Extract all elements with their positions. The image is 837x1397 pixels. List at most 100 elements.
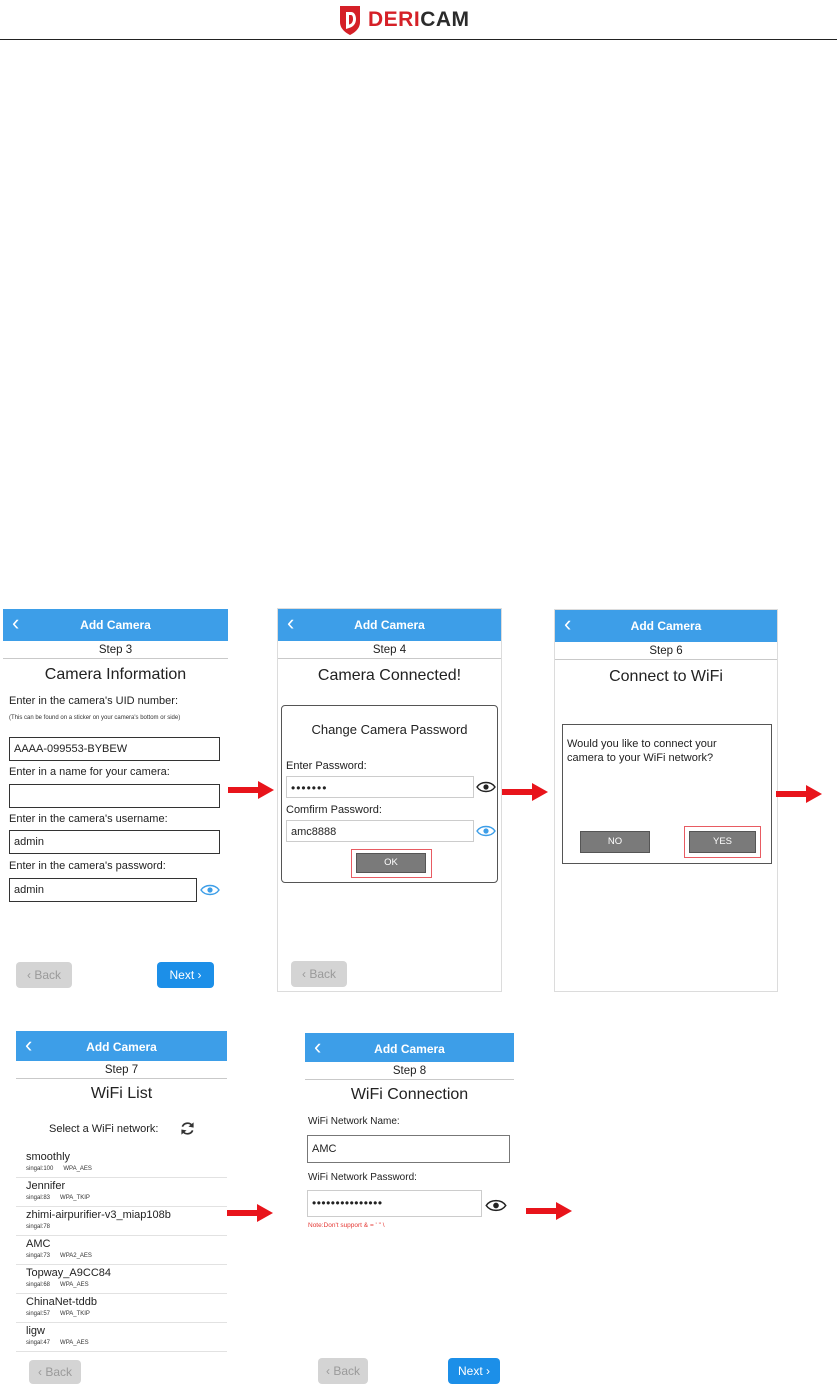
wifi-network-item[interactable]: zhimi-airpurifier-v3_miap108b singal:78 <box>16 1207 227 1236</box>
back-chevron-icon[interactable]: ‹ <box>287 610 295 635</box>
enter-password-input[interactable]: ••••••• <box>286 776 474 798</box>
screen-title: Connect to WiFi <box>609 668 723 685</box>
wifi-name-label: WiFi Network Name: <box>308 1116 400 1127</box>
next-button[interactable]: Next › <box>157 962 214 988</box>
wifi-network-name: ligw <box>26 1325 45 1337</box>
wifi-signal: singal:100 <box>26 1166 54 1172</box>
back-button[interactable]: ‹ Back <box>29 1360 81 1384</box>
connect-wifi-dialog: Would you like to connect your camera to… <box>562 724 772 864</box>
uid-note: (This can be found on a sticker on your … <box>9 715 181 721</box>
wifi-signal: singal:47 <box>26 1340 51 1346</box>
back-chevron-icon[interactable]: ‹ <box>314 1034 322 1059</box>
back-chevron-icon[interactable]: ‹ <box>25 1032 33 1057</box>
wifi-network-name: AMC <box>26 1238 51 1250</box>
eye-icon[interactable] <box>485 1199 507 1212</box>
uid-input[interactable]: AAAA-099553-BYBEW <box>9 737 220 761</box>
highlight-box <box>351 849 432 878</box>
wifi-security: WPA_TKIP <box>60 1311 90 1317</box>
wifi-network-meta: singal:78 <box>26 1224 60 1230</box>
nav-title: Add Camera <box>80 618 151 632</box>
screen-title: WiFi Connection <box>350 1086 469 1103</box>
wifi-network-item[interactable]: smoothly singal:100 WPA_AES <box>16 1149 227 1178</box>
change-password-dialog: Change Camera Password Enter Password: •… <box>281 705 498 883</box>
username-input[interactable]: admin <box>9 830 220 854</box>
next-button-label: Next <box>169 968 195 982</box>
back-button[interactable]: ‹ Back <box>16 962 72 988</box>
confirm-password-input[interactable]: amc8888 <box>286 820 474 842</box>
no-button[interactable]: NO <box>580 831 650 853</box>
nav-title: Add Camera <box>86 1040 157 1054</box>
red-arrow-icon <box>776 785 822 803</box>
camera-name-input[interactable] <box>9 784 220 808</box>
red-arrow-icon <box>228 781 274 799</box>
nav-bar: ‹ Add Camera <box>3 609 228 641</box>
red-arrow-icon <box>526 1202 572 1220</box>
back-button[interactable]: ‹ Back <box>318 1358 368 1384</box>
back-chevron-icon: ‹ <box>301 967 310 981</box>
back-chevron-icon: ‹ <box>37 1365 46 1379</box>
back-chevron-icon: ‹ <box>26 968 35 982</box>
highlight-box <box>684 826 761 858</box>
next-button[interactable]: Next › <box>448 1358 500 1384</box>
wifi-security: WPA2_AES <box>60 1253 92 1259</box>
enter-password-label: Enter Password: <box>286 760 367 772</box>
step-indicator: Step 6 <box>555 642 777 660</box>
back-chevron-icon: ‹ <box>325 1364 334 1378</box>
step-indicator: Step 3 <box>3 641 228 659</box>
back-button-label: Back <box>309 967 337 981</box>
ok-button[interactable]: OK <box>356 853 426 873</box>
back-button[interactable]: ‹ Back <box>291 961 347 987</box>
password-character-note: Note:Don't support & = ' " \ <box>308 1222 385 1229</box>
screen-step4: ‹ Add Camera Step 4 Camera Connected! Ch… <box>277 608 502 992</box>
step-indicator: Step 8 <box>305 1062 514 1080</box>
confirm-password-label: Comfirm Password: <box>286 804 382 816</box>
dericam-logo: DERICAM <box>338 3 470 37</box>
wifi-security: WPA_AES <box>60 1282 89 1288</box>
dialog-title: Change Camera Password <box>311 722 468 737</box>
screen-step7: ‹ Add Camera Step 7 WiFi List Select a W… <box>16 1031 227 1388</box>
red-arrow-icon <box>227 1204 273 1222</box>
eye-icon[interactable] <box>476 825 496 837</box>
next-button-label: Next <box>457 1364 483 1378</box>
wifi-signal: singal:57 <box>26 1311 51 1317</box>
screen-title: Camera Connected! <box>317 667 462 684</box>
step-indicator: Step 4 <box>278 641 501 659</box>
wifi-security: WPA_TKIP <box>60 1195 90 1201</box>
wifi-password-input[interactable]: ••••••••••••••• <box>307 1190 482 1217</box>
nav-bar: ‹ Add Camera <box>16 1031 227 1061</box>
wifi-name-input[interactable]: AMC <box>307 1135 510 1163</box>
wifi-security: WPA_AES <box>63 1166 92 1172</box>
screen-title: WiFi List <box>90 1085 153 1102</box>
eye-icon[interactable] <box>476 781 496 793</box>
eye-icon[interactable] <box>200 884 220 896</box>
wifi-network-name: zhimi-airpurifier-v3_miap108b <box>26 1209 171 1221</box>
password-input[interactable]: admin <box>9 878 197 902</box>
back-button-label: Back <box>45 1365 73 1379</box>
yes-button[interactable]: YES <box>689 831 756 853</box>
wifi-network-name: Topway_A9CC84 <box>26 1267 111 1279</box>
screen-step3: ‹ Add Camera Step 3 Camera Information E… <box>3 609 228 992</box>
username-label: Enter in the camera's username: <box>9 813 168 825</box>
back-chevron-icon[interactable]: ‹ <box>12 610 20 635</box>
nav-bar: ‹ Add Camera <box>305 1033 514 1062</box>
next-chevron-icon: › <box>194 968 202 982</box>
wifi-network-name: smoothly <box>26 1151 71 1163</box>
nav-bar: ‹ Add Camera <box>278 609 501 641</box>
uid-label: Enter in the camera's UID number: <box>9 695 179 707</box>
nav-title: Add Camera <box>374 1042 445 1056</box>
wifi-network-item[interactable]: Topway_A9CC84 singal:68 WPA_AES <box>16 1265 227 1294</box>
next-chevron-icon: › <box>482 1364 491 1378</box>
wifi-signal: singal:78 <box>26 1224 51 1230</box>
refresh-icon[interactable] <box>180 1121 195 1136</box>
wifi-network-meta: singal:68 WPA_AES <box>26 1282 89 1288</box>
back-chevron-icon[interactable]: ‹ <box>564 611 572 636</box>
wifi-signal: singal:68 <box>26 1282 51 1288</box>
screen-step6: ‹ Add Camera Step 6 Connect to WiFi Woul… <box>554 609 778 992</box>
